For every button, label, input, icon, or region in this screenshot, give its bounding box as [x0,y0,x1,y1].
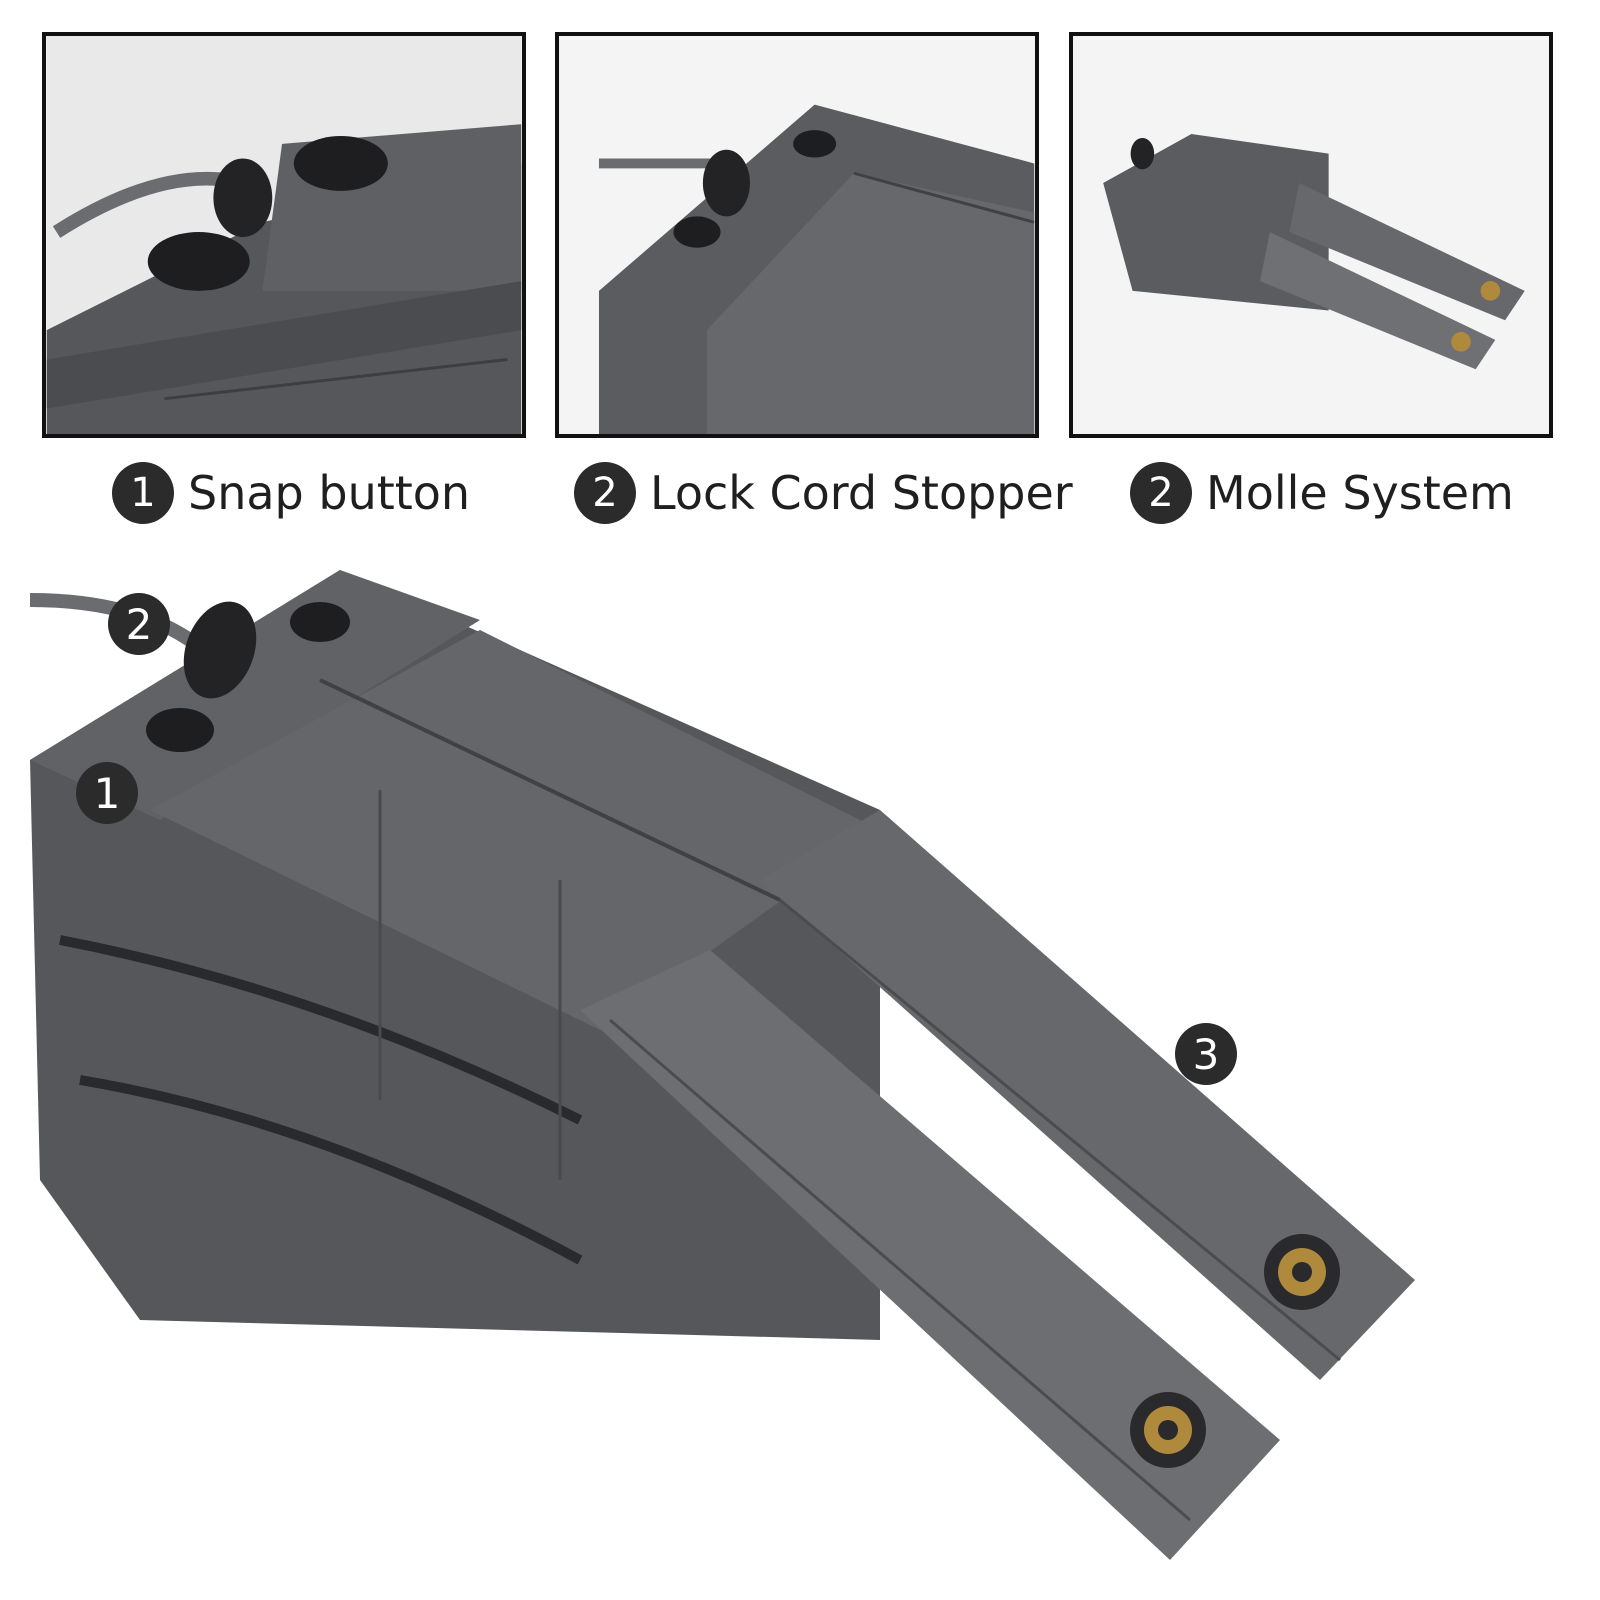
detail-panel-molle-system [1069,32,1553,438]
caption-label: Molle System [1206,466,1514,520]
strap-snap [1451,332,1471,352]
detail-panel-lock-cord-stopper [555,32,1039,438]
snap-button-bottom [673,216,721,248]
pouch-front-panel [150,630,880,1030]
detail-panel-snap-button [42,32,526,438]
caption-label: Snap button [188,466,471,520]
callout-snap-button: 1 [76,762,138,824]
snap-button-top [793,130,837,158]
snap-button-top [293,135,388,191]
cord-stopper-closeup-image [559,36,1035,434]
caption-molle-system: 2 Molle System [1130,458,1514,528]
main-product-image [20,560,1480,1590]
molle-strap-upper [760,810,1415,1380]
snap-button-bottom [146,708,214,752]
molle-strap-upper [1289,183,1525,321]
cord-stopper [183,601,257,699]
molle-strap-lower [1260,232,1496,370]
callout-molle-strap: 3 [1175,1023,1237,1085]
molle-strap-lower [580,950,1280,1560]
snap-button-closeup-image [46,36,522,434]
molle-system-overview-image [1073,36,1549,434]
caption-label: Lock Cord Stopper [650,466,1073,520]
snap-button-bottom [147,232,250,291]
callout-lock-cord: 2 [108,593,170,655]
caption-snap-button: 1 Snap button [112,458,470,528]
caption-lock-cord-stopper: 2 Lock Cord Stopper [574,458,1073,528]
snap-button-top [290,602,350,642]
caption-number-badge: 2 [574,462,636,524]
caption-number-badge: 2 [1130,462,1192,524]
cord-stopper [213,158,273,237]
magazine-pouch-illustration [29,570,1415,1560]
strap-snap [1480,281,1501,301]
cord-stopper [702,149,750,217]
caption-number-badge: 1 [112,462,174,524]
